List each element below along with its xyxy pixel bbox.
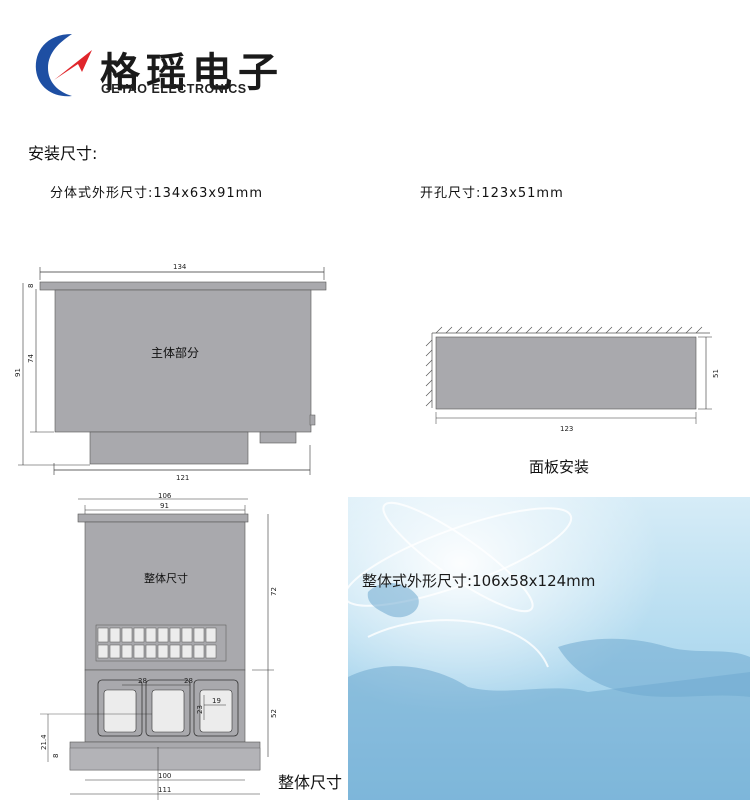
dim-91: 91 [14,368,22,377]
integral-type-dimensions: 整体式外形尺寸:106x58x124mm [362,572,596,590]
dim-23: 23 [196,705,204,714]
terminal-strip [95,624,227,662]
dim-74: 74 [27,354,35,363]
brand-name-en: GEYAO ELECTRONICS [101,82,247,96]
split-type-drawing: 134 主体部分 91 74 8 121 [14,263,327,482]
dim-52: 52 [270,709,278,718]
dim-91-top: 91 [160,502,169,510]
dim-21-4: 21.4 [40,734,48,750]
dim-134: 134 [173,263,187,271]
section-title: 安装尺寸: [28,144,98,163]
dim-100: 100 [158,772,171,780]
dim-8-foot: 8 [52,754,60,758]
brand-name-cn: 格瑶电子 [100,50,284,96]
dim-106: 106 [158,492,172,500]
cutout-dimensions: 开孔尺寸:123x51mm [420,186,564,201]
globe-background-image [348,497,750,800]
integral-caption: 整体尺寸 [278,773,343,792]
panel-cutout-drawing: 51 123 [425,326,720,433]
dim-121: 121 [176,474,189,482]
integral-type-drawing: 106 91 整体尺寸 72 52 28 28 19 23 [40,492,278,800]
dim-19: 19 [212,697,221,705]
dim-123: 123 [560,425,573,433]
dim-28-b: 28 [184,677,193,685]
split-type-dimensions: 分体式外形尺寸:134x63x91mm [50,186,263,201]
panel-mount-caption: 面板安装 [529,458,590,476]
dim-28-a: 28 [138,677,147,685]
dim-72: 72 [270,587,278,596]
body-label: 主体部分 [151,345,199,360]
logo-mark-icon [35,34,92,97]
dim-8: 8 [27,284,35,288]
dim-51: 51 [712,369,720,378]
integral-body-label: 整体尺寸 [144,571,188,585]
dim-111: 111 [158,786,171,794]
